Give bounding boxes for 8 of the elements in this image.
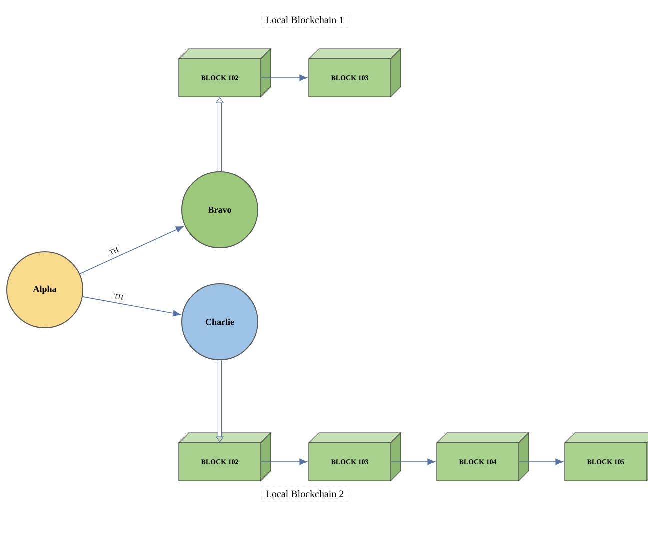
chain-title: Local Blockchain 2: [262, 486, 348, 502]
arrow: [518, 458, 564, 466]
arrow: [390, 458, 436, 466]
chain-title: Local Blockchain 1: [262, 12, 348, 28]
arrow: [80, 226, 184, 274]
arrow: [82, 296, 181, 317]
arrow: [260, 74, 308, 82]
arrow: [260, 458, 308, 466]
